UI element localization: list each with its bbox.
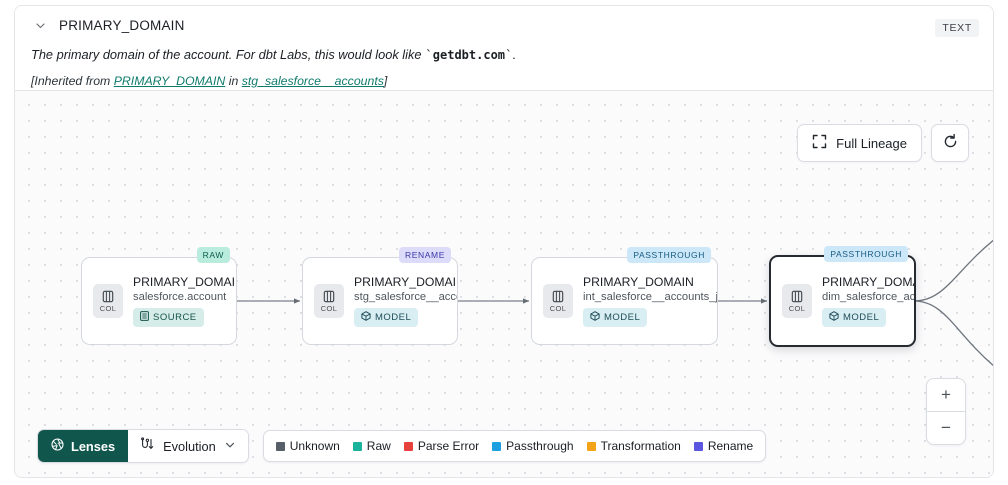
database-icon <box>140 311 149 324</box>
card-header: PRIMARY_DOMAIN TEXT The primary domain o… <box>15 6 993 91</box>
node-type-label: MODEL <box>604 312 641 323</box>
lineage-node[interactable]: RAW COL PRIMARY_DOMAIN__C salesforce.acc… <box>81 247 237 345</box>
node-type-tag: SOURCE <box>133 308 204 327</box>
refresh-icon <box>942 133 959 153</box>
legend-label: Transformation <box>600 439 681 453</box>
inherited-column-link[interactable]: PRIMARY_DOMAIN <box>113 74 226 88</box>
evolution-label: Evolution <box>163 438 216 454</box>
node-body: PRIMARY_DOMAIN stg_salesforce__accounts … <box>354 275 457 327</box>
cube-icon <box>361 311 371 324</box>
inherited-middle: in <box>225 74 242 88</box>
page-title: PRIMARY_DOMAIN <box>59 17 185 33</box>
legend-item-passthrough: Passthrough <box>492 439 574 453</box>
zoom-out-button[interactable]: − <box>941 418 951 437</box>
lineage-canvas[interactable]: Full Lineage RAW <box>15 91 993 477</box>
zoom-in-button[interactable]: + <box>927 379 965 412</box>
type-badge: TEXT <box>935 19 979 37</box>
inherited-from-note: [Inherited from PRIMARY_DOMAIN in stg_sa… <box>31 74 387 88</box>
node-table-name: dim_salesforce_accounts <box>822 291 914 303</box>
node-column-name: PRIMARY_DOMAIN <box>583 275 694 289</box>
column-description: The primary domain of the account. For d… <box>31 47 516 63</box>
legend-label: Parse Error <box>417 439 480 453</box>
column-icon: COL <box>782 284 812 318</box>
lineage-edges <box>237 239 993 367</box>
node-type-label: MODEL <box>843 312 880 323</box>
header-title-row: PRIMARY_DOMAIN <box>31 16 185 34</box>
lineage-node[interactable]: RENAME COL PRIMARY_DOMAIN stg_salesforce… <box>302 247 458 345</box>
expand-icon <box>812 134 827 152</box>
description-code: getdbt.com <box>432 48 506 62</box>
lineage-node[interactable]: PASSTHROUGH COL PRIMARY_DOMAIN int_sales… <box>531 247 718 345</box>
chevron-down-icon[interactable] <box>31 16 49 34</box>
lenses-button[interactable]: Lenses <box>38 430 129 462</box>
legend-swatch <box>693 441 703 451</box>
node-table-name: int_salesforce__accounts_joined <box>583 291 717 303</box>
zoom-controls: + − <box>926 378 966 445</box>
canvas-top-controls: Full Lineage <box>797 124 969 162</box>
legend-item-transformation: Transformation <box>586 439 681 453</box>
legend-label: Passthrough <box>506 439 574 453</box>
column-icon: COL <box>93 284 123 318</box>
aperture-icon <box>51 438 64 454</box>
legend-swatch <box>492 441 502 451</box>
full-lineage-button[interactable]: Full Lineage <box>797 124 922 162</box>
cube-icon <box>829 311 839 324</box>
full-lineage-label: Full Lineage <box>836 135 907 151</box>
node-body: PRIMARY_DOMAIN dim_salesforce_accounts M… <box>822 275 914 327</box>
node-badge: RAW <box>196 247 230 263</box>
legend-swatch <box>403 441 413 451</box>
legend-item-rename: Rename <box>693 439 754 453</box>
evolution-icon <box>140 437 155 455</box>
column-icon-label: COL <box>549 303 567 313</box>
node-table-name: salesforce.account <box>133 291 227 303</box>
node-body: PRIMARY_DOMAIN__C salesforce.account SOU… <box>133 275 236 327</box>
description-suffix: . <box>512 47 517 62</box>
node-column-name: PRIMARY_DOMAIN__C <box>133 275 236 289</box>
node-body: PRIMARY_DOMAIN int_salesforce__accounts_… <box>583 275 717 327</box>
edge-out-lower <box>913 300 993 367</box>
legend-label: Raw <box>366 439 391 453</box>
node-badge: PASSTHROUGH <box>824 246 908 262</box>
node-type-label: MODEL <box>375 312 412 323</box>
lenses-label: Lenses <box>71 438 116 454</box>
evolution-dropdown[interactable]: Evolution <box>128 430 248 462</box>
refresh-button[interactable] <box>931 124 969 162</box>
backtick-close: ` <box>505 48 513 63</box>
legend-item-unknown: Unknown <box>275 439 340 453</box>
node-type-tag: MODEL <box>822 308 887 327</box>
node-type-tag: MODEL <box>354 308 419 327</box>
column-icon: COL <box>314 284 344 318</box>
node-badge: RENAME <box>399 247 451 263</box>
legend-swatch <box>586 441 596 451</box>
node-column-name: PRIMARY_DOMAIN <box>822 275 914 289</box>
column-icon: COL <box>543 284 573 318</box>
legend-item-raw: Raw <box>352 439 391 453</box>
column-icon-label: COL <box>99 303 117 313</box>
node-table-name: stg_salesforce__accounts <box>354 291 457 303</box>
column-detail-card: PRIMARY_DOMAIN TEXT The primary domain o… <box>14 5 994 478</box>
edge-out-upper <box>913 239 993 302</box>
column-icon-label: COL <box>320 303 338 313</box>
node-badge: PASSTHROUGH <box>627 247 711 263</box>
lenses-group: Lenses Evolution <box>37 429 249 463</box>
canvas-bottom-bar: Lenses Evolution <box>37 429 767 463</box>
description-text: The primary domain of the account. For d… <box>31 47 426 62</box>
node-column-name: PRIMARY_DOMAIN <box>354 275 457 289</box>
legend-swatch <box>275 441 285 451</box>
node-type-label: SOURCE <box>153 312 197 323</box>
inherited-suffix: ] <box>383 74 388 88</box>
chevron-down-icon <box>224 439 236 454</box>
legend-swatch <box>352 441 362 451</box>
legend-item-parse-error: Parse Error <box>403 439 480 453</box>
inherited-prefix: [Inherited from <box>31 74 114 88</box>
legend-label: Rename <box>707 439 754 453</box>
inherited-model-link[interactable]: stg_salesforce__accounts <box>241 74 384 88</box>
legend-label: Unknown <box>289 439 340 453</box>
cube-icon <box>590 311 600 324</box>
column-icon-label: COL <box>788 303 806 313</box>
lineage-legend: Unknown Raw Parse Error Passthrough <box>262 430 767 462</box>
node-type-tag: MODEL <box>583 308 648 327</box>
backtick-open: ` <box>425 48 433 63</box>
lineage-node-selected[interactable]: PASSTHROUGH COL PRIMARY_DOMAIN dim_sales… <box>769 246 916 347</box>
